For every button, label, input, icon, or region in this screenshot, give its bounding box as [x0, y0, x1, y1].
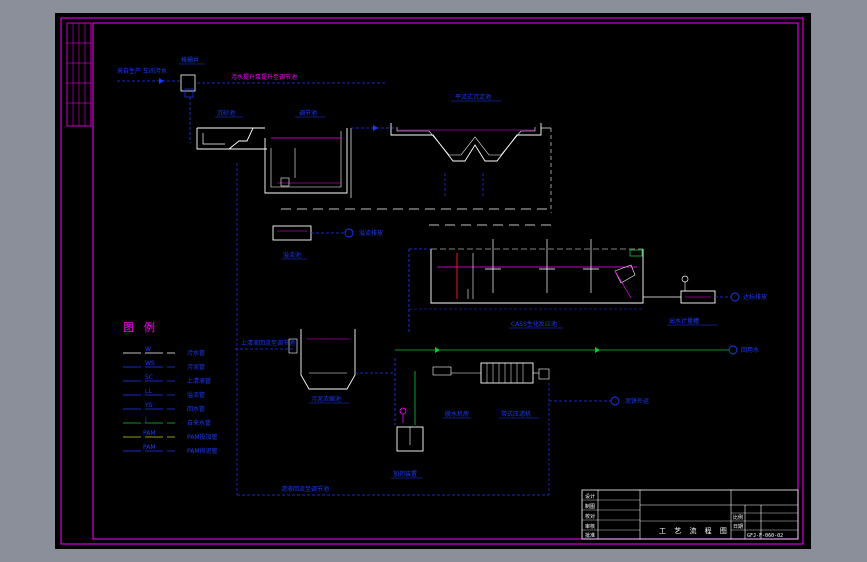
- sludge-tank-label: 污泥浓缩池: [311, 395, 341, 403]
- oxidation-tank-label: CASS生化反应池: [511, 320, 557, 328]
- legend-code: WS: [145, 360, 155, 367]
- legend-label: PAM排泥管: [187, 447, 218, 455]
- pipe-note-top: 污水提升泵提升至调节池: [231, 73, 297, 81]
- effluent-label: 达标排放: [743, 293, 767, 301]
- sludge-out-icon: [610, 396, 620, 406]
- overflow-tank: [272, 225, 312, 241]
- inner-frame: [92, 22, 799, 540]
- discharge-pump-icon: [344, 228, 354, 238]
- tb-row-label: 审核: [585, 523, 595, 530]
- reuse-label: 回用水: [741, 346, 759, 354]
- legend-label: 自来水管: [187, 419, 211, 427]
- legend: W 污水管 WS 污泥管 SC 上清液管 LL 溢流管 YS 回水管 J 自来水…: [123, 346, 218, 455]
- title-block: 设计 制图 校对 审核 批准 工 艺 流 程 图 比例 日期 GFJ-F-060…: [581, 489, 799, 540]
- legend-code: SC: [145, 374, 153, 381]
- drawing-title: 工 艺 流 程 图: [659, 526, 730, 535]
- sand-tank: [196, 127, 254, 150]
- legend-label: PAM投加管: [187, 433, 218, 441]
- legend-code: W: [145, 346, 151, 353]
- flotation-tank: [390, 123, 542, 162]
- grille-well: [180, 74, 196, 92]
- legend-label: 回水管: [187, 405, 205, 413]
- dosing-tank-label: 加药装置: [393, 470, 417, 478]
- overflow-tank-label: 溢流池: [283, 251, 301, 259]
- legend-code: PAM: [143, 430, 156, 437]
- outer-frame: [60, 17, 804, 545]
- adjust-tank: [264, 128, 348, 194]
- sand-tank-label: 沉砂池: [217, 109, 235, 117]
- inflow-note: 来自生产 车间污水: [117, 67, 167, 75]
- legend-label: 溢流管: [187, 391, 205, 399]
- tb-row-label: 设计: [585, 493, 595, 500]
- bottom-note: 滤液回流至调节池: [281, 485, 329, 493]
- filter-press-label: 带式压滤机: [501, 410, 531, 418]
- reuse-icon: [728, 345, 738, 355]
- filter-press: [480, 362, 534, 384]
- flotation-label: 平流式沉淀池: [455, 93, 491, 101]
- drawing-number: GFJ-F-060-02: [747, 533, 783, 539]
- tb-row-label: 批准: [585, 532, 595, 539]
- sludge-note: 上清液回流至调节池: [241, 339, 295, 347]
- sludge-tank: [300, 329, 356, 390]
- oxidation-tank: [430, 249, 644, 304]
- adjust-tank-label: 调节池: [299, 109, 317, 117]
- grille-label: 格栅井: [181, 56, 199, 64]
- pump-room-label: 脱水机房: [445, 410, 469, 418]
- legend-code: YS: [144, 402, 153, 409]
- discharge-label: 溢流排放: [359, 229, 383, 237]
- legend-label: 上清液管: [187, 377, 211, 385]
- process-flow-drawing: 来自生产 车间污水 格栅井 污水提升泵提升至调节池 沉砂池 调节池 平流式沉淀池…: [60, 17, 804, 545]
- tb-scale-label: 比例: [733, 514, 743, 521]
- legend-code: J: [144, 416, 147, 423]
- sludge-out-label: 泥饼外运: [625, 397, 649, 405]
- legend-label: 污泥管: [187, 363, 205, 371]
- effluent-icon: [730, 292, 740, 302]
- legend-label: 污水管: [187, 349, 205, 357]
- tb-date-label: 日期: [733, 524, 743, 530]
- cad-viewport[interactable]: 来自生产 车间污水 格栅井 污水提升泵提升至调节池 沉砂池 调节池 平流式沉淀池…: [55, 13, 811, 549]
- legend-title: 图例: [123, 320, 165, 334]
- legend-code: PAM: [143, 444, 156, 451]
- outlet-well-label: 出水计量槽: [669, 317, 699, 325]
- tb-row-label: 校对: [585, 513, 595, 520]
- legend-code: LL: [145, 388, 152, 395]
- tb-row-label: 制图: [585, 503, 595, 510]
